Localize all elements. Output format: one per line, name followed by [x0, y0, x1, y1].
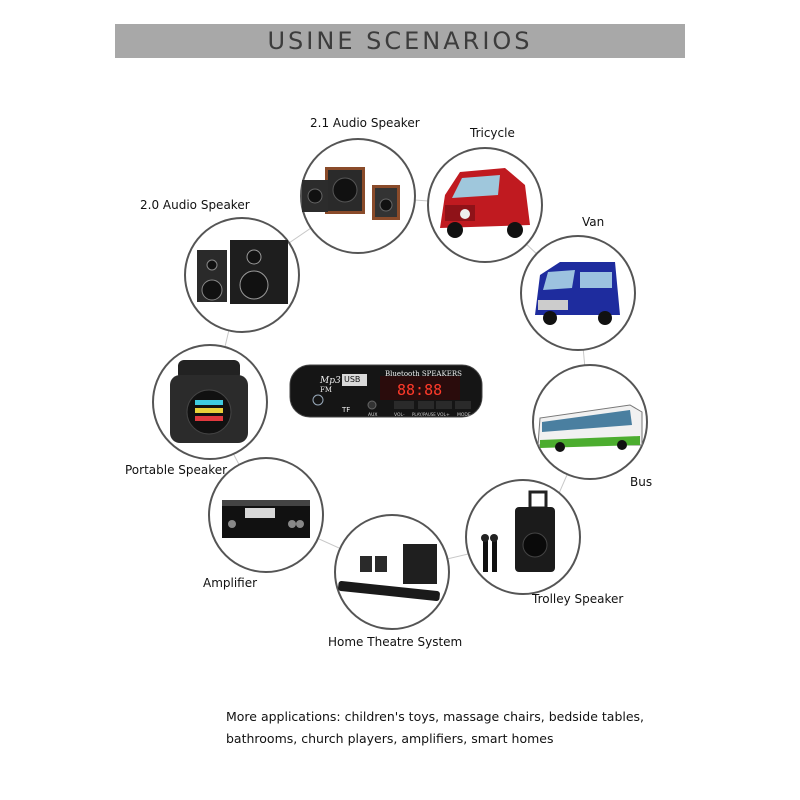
label-bus: Bus — [630, 475, 653, 489]
label-portable-speaker: Portable Speaker — [125, 463, 228, 477]
module-aux-label: AUX — [368, 412, 377, 418]
label-audio-2-0-speaker: 2.0 Audio Speaker — [140, 198, 250, 212]
more-applications-note: More applications: children's toys, mass… — [226, 706, 646, 750]
module-button-play-pause: PLAY/PAUSE — [412, 412, 436, 417]
label-trolley-speaker: Trolley Speaker — [532, 592, 624, 606]
label-van: Van — [582, 215, 605, 229]
portable-speaker-icon — [152, 344, 268, 460]
note-line-1: More applications: children's toys, mass… — [226, 709, 645, 724]
module-button-vol-up: VOL+ — [437, 412, 450, 418]
label-amplifier: Amplifier — [203, 576, 258, 590]
bus-icon — [532, 364, 648, 480]
module-tf-label: TF — [341, 406, 350, 414]
tricycle-icon — [427, 147, 543, 263]
page-title: USINE SCENARIOS — [267, 27, 533, 55]
van-icon — [520, 235, 636, 351]
trolley-speaker-icon — [465, 479, 581, 595]
title-banner: USINE SCENARIOS — [115, 24, 685, 58]
module-button-vol-down: VOL- — [394, 412, 405, 418]
module-title: Bluetooth SPEAKERS — [385, 370, 462, 378]
audio-2-0-speaker-icon — [184, 217, 300, 333]
audio-2-1-speaker-icon — [300, 138, 416, 254]
label-audio-2-1-speaker: 2.1 Audio Speaker — [310, 116, 420, 130]
module-button-mode: MODE — [457, 412, 471, 418]
amplifier-icon — [208, 457, 324, 573]
module-mp3-label: Mp3 — [319, 376, 341, 386]
label-tricycle: Tricycle — [470, 126, 515, 140]
module-display: 88:88 — [397, 381, 442, 399]
home-theatre-icon — [334, 514, 450, 630]
connection-lines — [209, 195, 591, 573]
bluetooth-mp3-module: Mp3 FM USB TF AUX Bluetooth SPEAKERS 88:… — [289, 364, 483, 418]
module-fm-label: FM — [320, 386, 332, 394]
note-line-2: bathrooms, church players, amplifiers, s… — [226, 731, 554, 746]
module-usb-label: USB — [344, 375, 360, 384]
label-home-theatre: Home Theatre System — [328, 635, 463, 649]
